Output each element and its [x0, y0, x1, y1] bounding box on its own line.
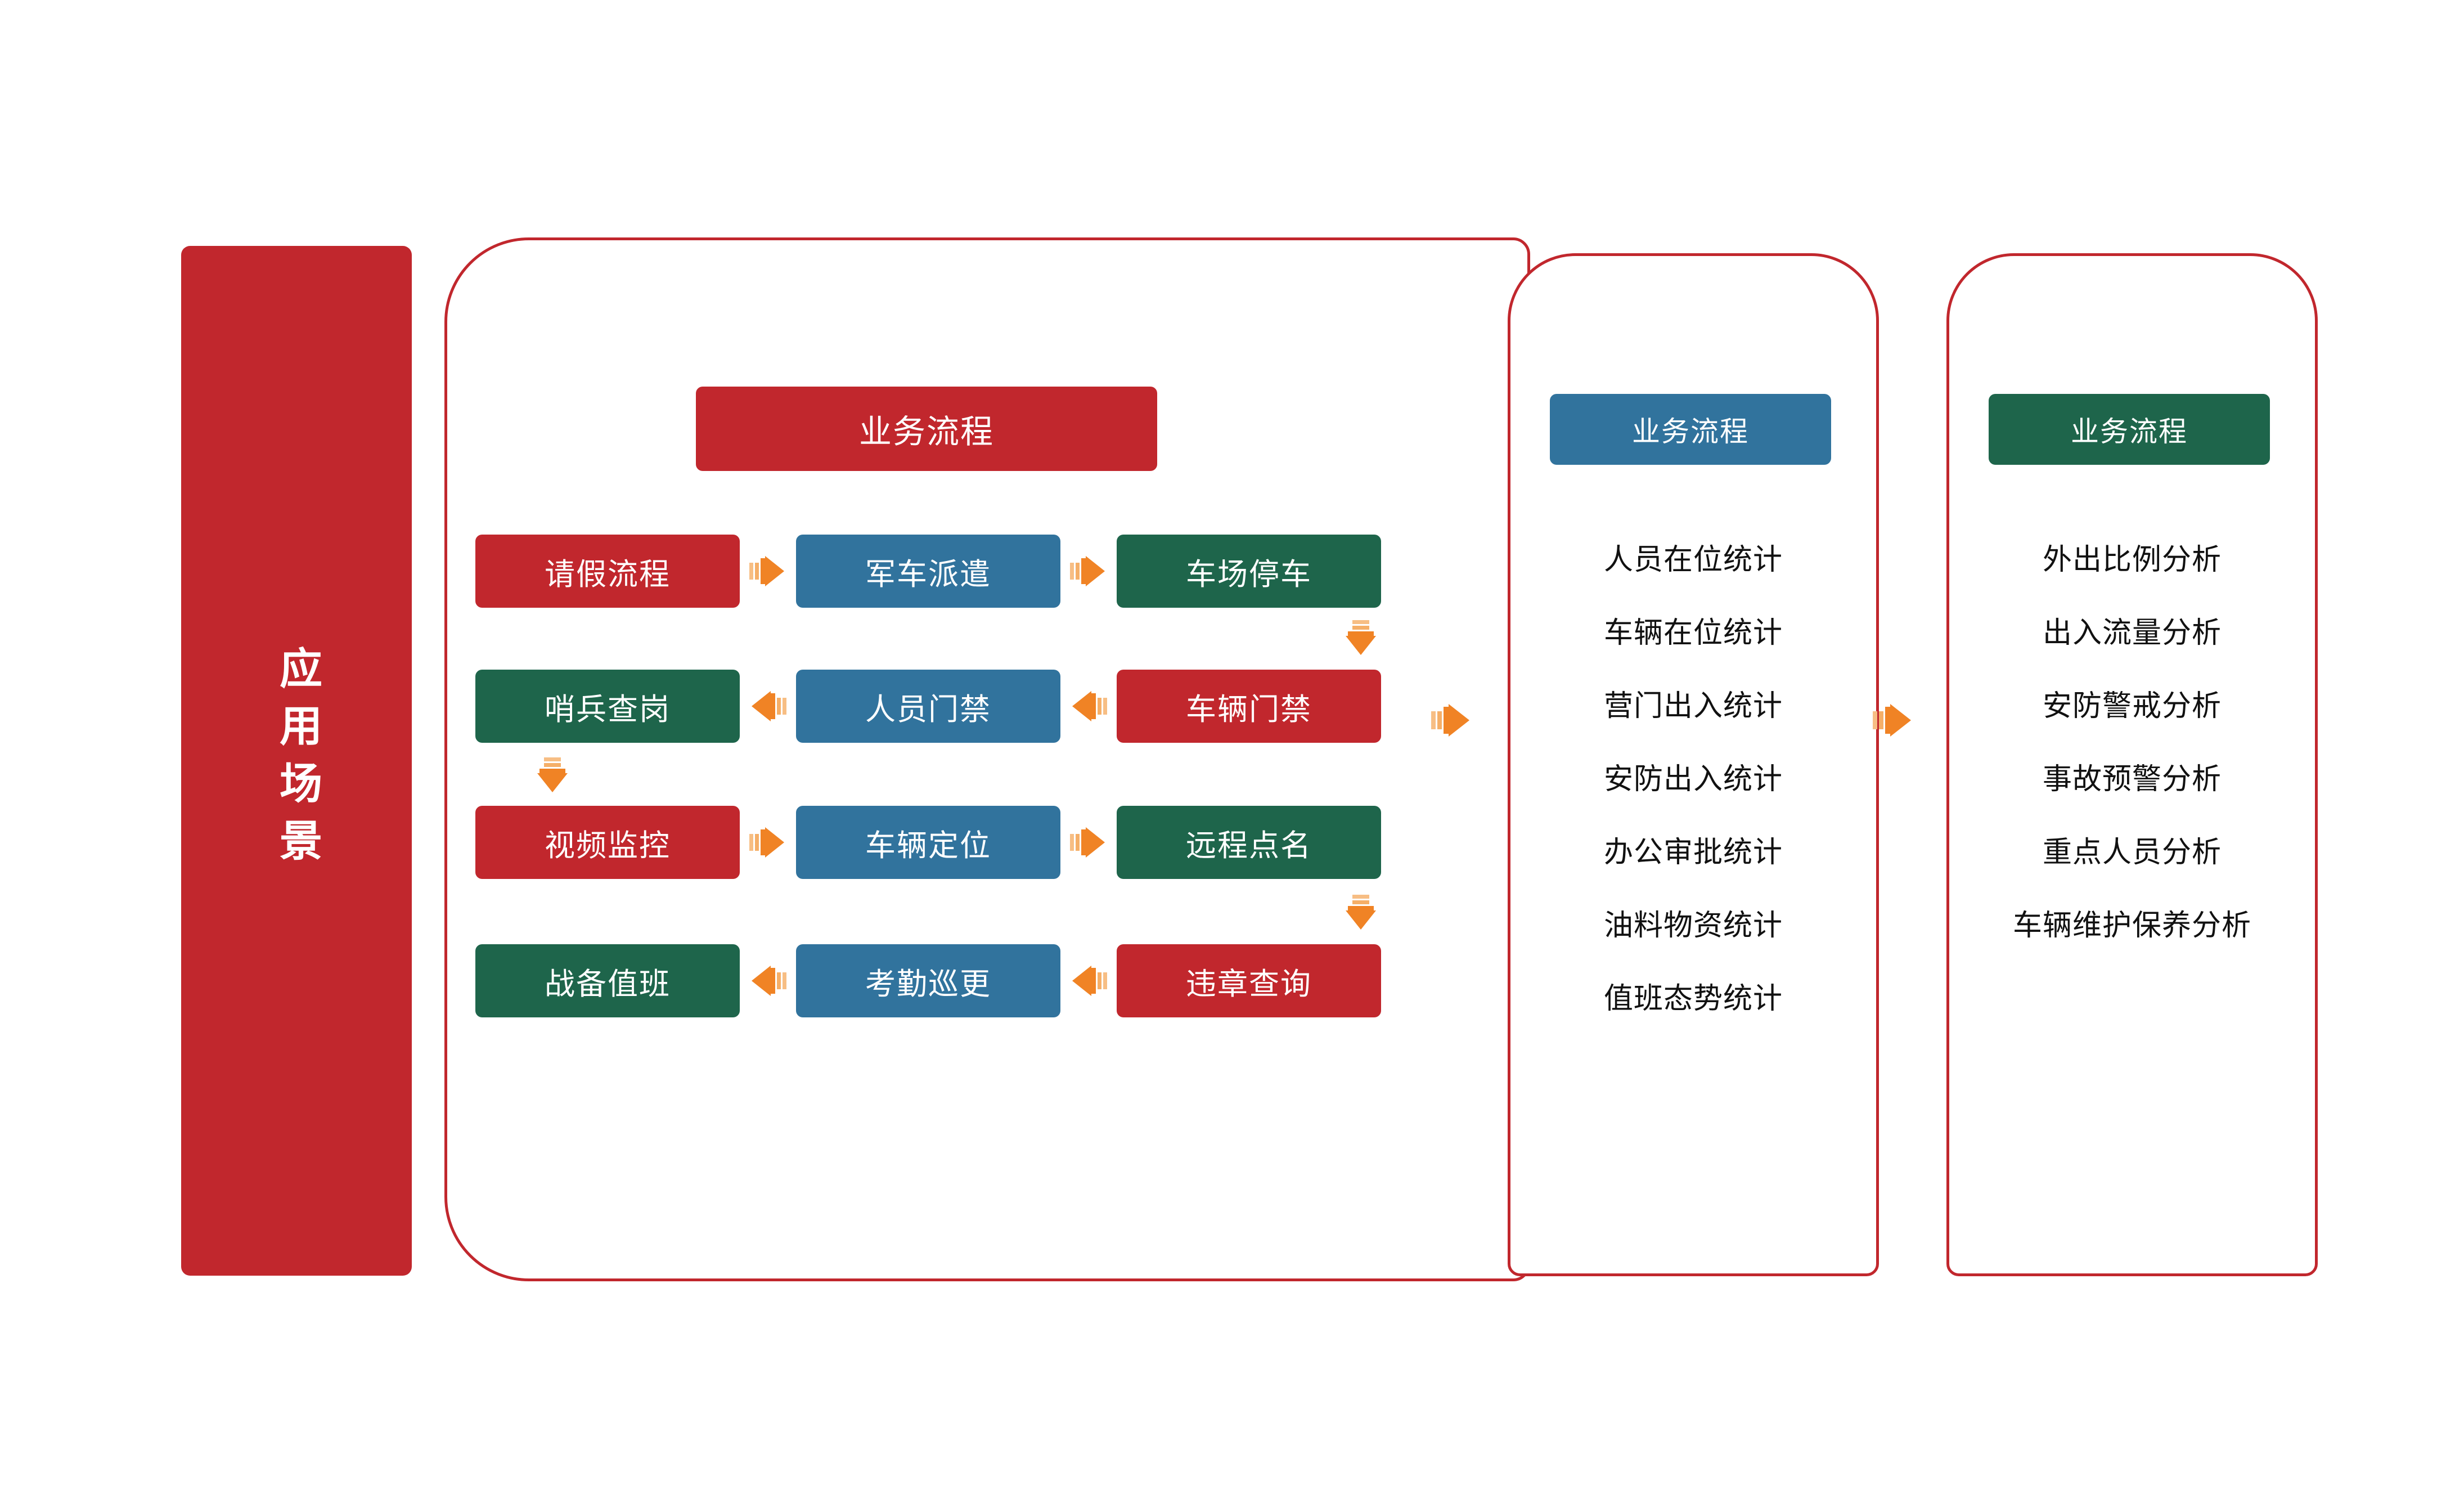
connector-slot	[740, 670, 796, 743]
application-scenario-label: 应用场景	[273, 646, 321, 876]
list-item[interactable]: 值班态势统计	[1603, 982, 1783, 1015]
list-item[interactable]: 重点人员分析	[2042, 836, 2222, 869]
process-cell-leave-request[interactable]: 请假流程	[475, 535, 740, 608]
arrow-right-icon	[1068, 550, 1109, 592]
list-item[interactable]: 人员在位统计	[1603, 544, 1783, 576]
list-item[interactable]: 事故预警分析	[2042, 763, 2222, 796]
process-row: 战备值班 考勤巡更	[475, 944, 1381, 1017]
list-item[interactable]: 营门出入统计	[1603, 690, 1783, 723]
process-cell-personnel-access-control[interactable]: 人员门禁	[796, 670, 1060, 743]
statistics-list: 人员在位统计 车辆在位统计 营门出入统计 安防出入统计 办公审批统计 油料物资统…	[1508, 523, 1879, 1035]
process-row: 请假流程 军车派遣	[475, 535, 1381, 608]
arrow-left-icon	[747, 685, 789, 727]
list-item[interactable]: 出入流量分析	[2042, 617, 2222, 649]
arrow-left-icon	[1068, 685, 1109, 727]
arrow-down-icon	[532, 755, 573, 797]
arrow-left-icon	[1068, 960, 1109, 1002]
connector-slot	[1060, 944, 1117, 1017]
business-process-title-stat: 业务流程	[1550, 394, 1831, 465]
process-cell-parking-lot[interactable]: 车场停车	[1117, 535, 1381, 608]
process-cell-remote-roll-call[interactable]: 远程点名	[1117, 806, 1381, 879]
connector-slot	[1060, 806, 1117, 879]
process-row: 视频监控 车辆定位	[475, 806, 1381, 879]
process-cell-military-vehicle-dispatch[interactable]: 军车派遣	[796, 535, 1060, 608]
list-item[interactable]: 办公审批统计	[1603, 836, 1783, 869]
connector-slot	[740, 944, 796, 1017]
process-cell-vehicle-positioning[interactable]: 车辆定位	[796, 806, 1060, 879]
process-grid: 请假流程 军车派遣	[475, 535, 1381, 1041]
arrow-right-icon	[1871, 698, 1916, 743]
arrow-down-icon	[1340, 892, 1382, 934]
list-item[interactable]: 车辆维护保养分析	[2012, 909, 2251, 942]
business-process-title-analysis: 业务流程	[1989, 394, 2270, 465]
connector-slot	[740, 535, 796, 608]
arrow-right-icon	[747, 822, 789, 863]
arrow-right-icon	[747, 550, 789, 592]
process-cell-vehicle-access-control[interactable]: 车辆门禁	[1117, 670, 1381, 743]
application-scenario-banner: 应用场景	[181, 246, 412, 1276]
analysis-list: 外出比例分析 出入流量分析 安防警戒分析 事故预警分析 重点人员分析 车辆维护保…	[1946, 523, 2318, 962]
arrow-right-icon	[1068, 822, 1109, 863]
list-item[interactable]: 外出比例分析	[2042, 544, 2222, 576]
connector-slot	[740, 806, 796, 879]
list-item[interactable]: 安防警戒分析	[2042, 690, 2222, 723]
process-cell-sentry-check[interactable]: 哨兵查岗	[475, 670, 740, 743]
list-item[interactable]: 安防出入统计	[1603, 763, 1783, 796]
arrow-down-icon	[1340, 618, 1382, 659]
process-row: 哨兵查岗 人员门禁	[475, 670, 1381, 743]
arrow-right-icon	[1429, 698, 1474, 743]
connector-slot	[1060, 670, 1117, 743]
connector-slot	[1060, 535, 1117, 608]
arrow-left-icon	[747, 960, 789, 1002]
business-process-title-main: 业务流程	[696, 387, 1157, 471]
list-item[interactable]: 车辆在位统计	[1603, 617, 1783, 649]
process-cell-attendance-patrol[interactable]: 考勤巡更	[796, 944, 1060, 1017]
list-item[interactable]: 油料物资统计	[1603, 909, 1783, 942]
process-cell-violation-inquiry[interactable]: 违章查询	[1117, 944, 1381, 1017]
process-cell-video-surveillance[interactable]: 视频监控	[475, 806, 740, 879]
process-cell-combat-readiness-duty[interactable]: 战备值班	[475, 944, 740, 1017]
